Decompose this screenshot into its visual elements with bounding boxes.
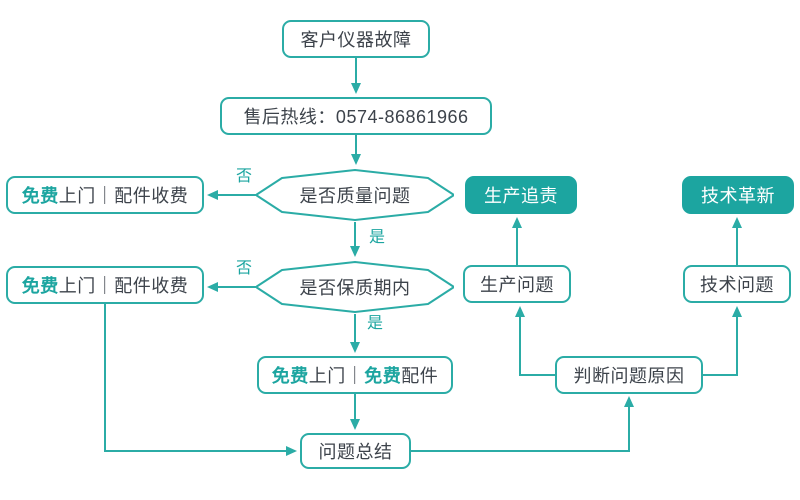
node-production-issue: 生产问题 — [463, 265, 571, 303]
node-cause-judgment: 判断问题原因 — [555, 356, 703, 394]
node-cause-judgment-label: 判断问题原因 — [573, 366, 685, 386]
node-technical-issue: 技术问题 — [683, 265, 791, 303]
edge-label-yes-quality: 是 — [368, 229, 385, 246]
node-hotline-label: 售后热线：0574-86861966 — [243, 107, 469, 127]
node-production-accountability: 生产追责 — [465, 176, 577, 214]
node-production-issue-label: 生产问题 — [480, 275, 554, 295]
node-production-accountability-label: 生产追责 — [484, 186, 558, 206]
decision-shape — [256, 169, 454, 221]
node-hotline: 售后热线：0574-86861966 — [220, 97, 492, 135]
node-technical-innovation: 技术革新 — [682, 176, 794, 214]
edge-paidparts-bottom-to-summary — [104, 304, 297, 456]
node-technical-innovation-label: 技术革新 — [701, 186, 775, 206]
decision-shape — [256, 261, 454, 313]
node-free-visit-paid-parts-top: 免费上门｜配件收费 — [6, 176, 204, 214]
edge-judgment-to-production-issue — [515, 306, 555, 376]
free-label: 免费 — [21, 186, 59, 206]
parts-label: 配件 — [401, 366, 439, 386]
free-label: 免费 — [271, 366, 309, 386]
node-technical-issue-label: 技术问题 — [700, 275, 774, 295]
free-label: 免费 — [21, 276, 59, 296]
node-warranty-decision-label: 是否保质期内 — [299, 278, 411, 298]
node-problem-summary-label: 问题总结 — [318, 442, 393, 462]
node-customer-fault-label: 客户仪器故障 — [300, 30, 412, 50]
edge-judgment-to-technical-issue — [703, 306, 742, 376]
node-free-visit-free-parts: 免费上门｜免费配件 — [257, 356, 453, 394]
node-warranty-decision: 是否保质期内 — [256, 260, 454, 314]
visit-label: 上门｜ — [308, 366, 365, 386]
free-label: 免费 — [364, 366, 402, 386]
node-quality-decision-label: 是否质量问题 — [299, 186, 411, 206]
paid-parts-label: 上门｜配件收费 — [58, 186, 189, 206]
node-quality-decision: 是否质量问题 — [256, 168, 454, 222]
edge-summary-to-judgment — [411, 396, 634, 452]
edge-label-yes-warranty: 是 — [366, 315, 383, 332]
node-customer-fault: 客户仪器故障 — [282, 20, 430, 58]
edge-label-no-warranty: 否 — [235, 260, 252, 277]
paid-parts-label: 上门｜配件收费 — [58, 276, 189, 296]
node-problem-summary: 问题总结 — [300, 433, 411, 469]
node-free-visit-paid-parts-bottom: 免费上门｜配件收费 — [6, 266, 204, 304]
edge-label-no-quality: 否 — [235, 168, 252, 185]
